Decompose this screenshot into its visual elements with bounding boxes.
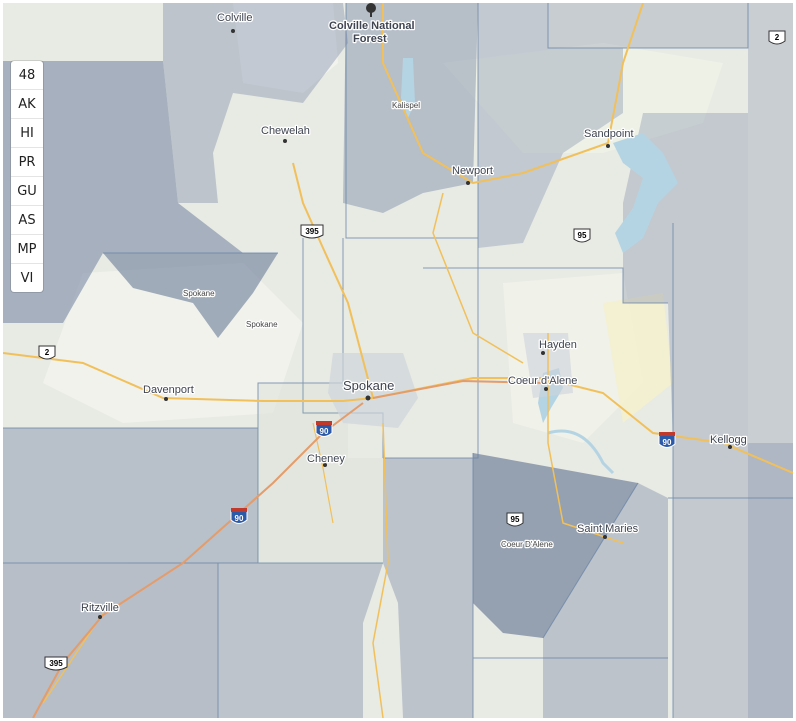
region-button-mp[interactable]: MP [11, 234, 43, 263]
interstate-shield: 90 [658, 432, 676, 448]
district-overlay [103, 253, 278, 338]
river-lake [401, 58, 415, 118]
place-label-colville: Colville [217, 12, 252, 24]
place-label-coeur-dalene-reservation: Coeur D'Alene [501, 540, 553, 549]
region-button-as[interactable]: AS [11, 205, 43, 234]
place-label-hayden: Hayden [539, 339, 577, 351]
place-label-sandpoint: Sandpoint [584, 128, 634, 140]
district-overlay [163, 3, 348, 203]
svg-text:2: 2 [45, 348, 50, 357]
map-canvas[interactable]: Colville Colville National Forest Kalisp… [3, 3, 793, 718]
place-label-spokane: Spokane [343, 378, 394, 393]
district-overlay [543, 483, 668, 718]
interstate-shield: 90 [230, 508, 248, 524]
place-label-newport: Newport [452, 165, 493, 177]
reservation-overlay [473, 453, 638, 638]
region-button-vi[interactable]: VI [11, 263, 43, 292]
region-button-hi[interactable]: HI [11, 118, 43, 147]
us-route-shield: 2 [38, 345, 56, 360]
district-overlay [478, 3, 623, 248]
svg-text:90: 90 [663, 438, 672, 447]
district-overlay [673, 443, 793, 718]
svg-text:395: 395 [49, 659, 63, 668]
us-route-shield: 95 [506, 512, 524, 527]
land-patch [233, 3, 338, 93]
district-overlay [218, 563, 383, 718]
interstate-shield: 90 [315, 421, 333, 437]
svg-text:395: 395 [305, 227, 319, 236]
land-patch [443, 43, 723, 153]
place-label-davenport: Davenport [143, 384, 194, 396]
district-overlay [383, 458, 473, 718]
svg-text:95: 95 [511, 515, 520, 524]
svg-text:90: 90 [320, 427, 329, 436]
place-label-colville-national-forest-2: Forest [353, 33, 387, 45]
svg-text:90: 90 [235, 514, 244, 523]
us-route-shield: 395 [300, 224, 324, 239]
region-button-ak[interactable]: AK [11, 89, 43, 118]
district-overlay [748, 3, 793, 718]
region-button-gu[interactable]: GU [11, 176, 43, 205]
map-layer: Colville Colville National Forest Kalisp… [3, 3, 793, 718]
district-overlay [3, 563, 218, 718]
svg-text:95: 95 [578, 231, 587, 240]
district-overlay [548, 3, 748, 48]
urban-area [328, 353, 418, 428]
region-switcher: 48 AK HI PR GU AS MP VI [11, 61, 43, 292]
river [547, 429, 615, 475]
region-button-pr[interactable]: PR [11, 147, 43, 176]
place-label-cheney: Cheney [307, 453, 345, 465]
district-overlay [3, 428, 258, 563]
place-label-chewelah: Chewelah [261, 125, 310, 137]
place-label-kellogg: Kellogg [710, 434, 747, 446]
place-dots [98, 29, 732, 619]
land-patch [603, 293, 673, 423]
forest-tree-icon [366, 3, 376, 17]
us-route-shield: 395 [44, 656, 68, 671]
place-label-ritzville: Ritzville [81, 602, 119, 614]
place-label-spokane-reservation: Spokane [183, 289, 215, 298]
place-label-kalispel: Kalispel [392, 101, 420, 110]
us-route-shield: 2 [768, 30, 786, 45]
region-button-48[interactable]: 48 [18, 67, 36, 83]
place-label-saint-maries: Saint Maries [577, 523, 639, 535]
place-label-coeur-dalene: Coeur d'Alene [508, 375, 577, 387]
district-overlay [258, 383, 383, 563]
lake-pend-oreille [613, 133, 678, 253]
place-label-colville-national-forest: Colville National [329, 20, 415, 32]
place-label-spokane-small: Spokane [246, 320, 278, 329]
us-route-shield: 95 [573, 228, 591, 243]
svg-text:2: 2 [775, 33, 780, 42]
district-overlay [3, 61, 243, 323]
